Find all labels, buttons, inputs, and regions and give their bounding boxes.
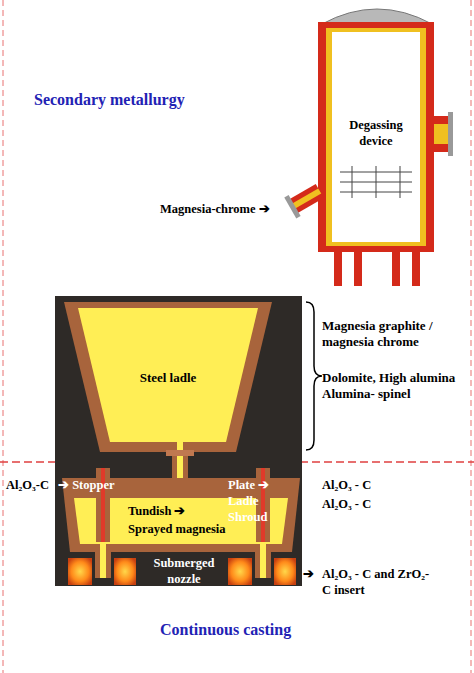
material-callout: Al₂O₃-C xyxy=(6,478,49,494)
brace xyxy=(306,302,322,450)
material-note: Dolomite, High alumina Alumina- spinel xyxy=(322,370,468,403)
material-callout: Al₂O₃ - C and ZrO₂-C insert xyxy=(322,567,432,598)
part-label: Tundish ➔ xyxy=(128,504,185,520)
section-heading: Secondary metallurgy xyxy=(34,90,185,110)
ladle-label-area: Steel ladle xyxy=(113,370,223,386)
node-text: Steel ladle xyxy=(113,370,223,386)
section-heading: Continuous casting xyxy=(160,620,291,640)
material-callout: Al₂O₃ - C xyxy=(322,497,371,513)
casting-panel xyxy=(55,296,302,586)
part-label: Sprayed magnesia xyxy=(128,522,226,538)
vessel-label-area: Degassing device xyxy=(336,118,416,149)
part-label: Submerged nozzle xyxy=(146,556,222,587)
part-label: ➔ Stopper xyxy=(58,478,115,494)
dashed-border xyxy=(471,0,472,673)
arrow-glyph: ➔ xyxy=(303,567,314,583)
part-label: Ladle Shroud xyxy=(228,494,284,525)
dashed-border xyxy=(3,0,4,673)
material-callout: Magnesia-chrome ➔ xyxy=(160,202,270,218)
material-callout: Al₂O₃ - C xyxy=(322,478,371,494)
material-note: Magnesia graphite / magnesia chrome xyxy=(322,318,468,351)
node-text: Degassing device xyxy=(336,118,416,149)
degassing-vessel xyxy=(284,9,453,286)
part-label: Plate ➔ xyxy=(228,478,269,494)
